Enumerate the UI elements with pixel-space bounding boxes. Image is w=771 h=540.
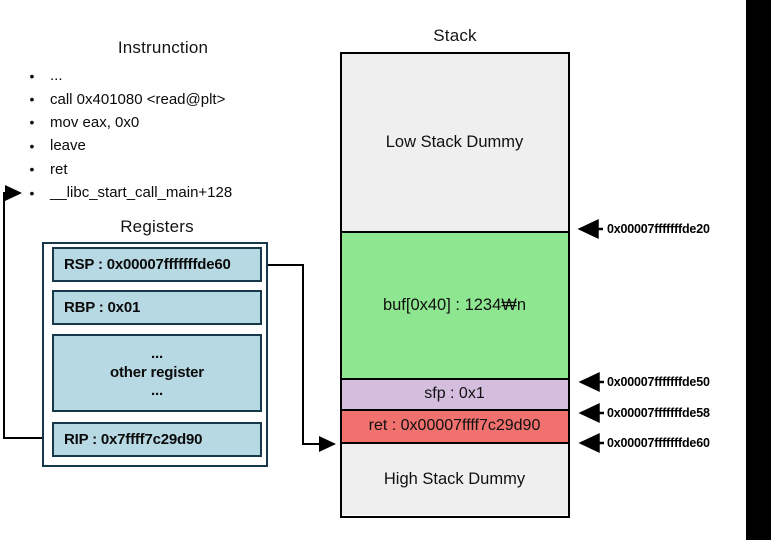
stack-address-de58: 0x00007fffffffde58 — [607, 406, 710, 420]
instruction-item: • leave — [22, 134, 232, 157]
stack-section-ret: ret : 0x00007ffff7c29d90 — [341, 408, 568, 442]
register-rsp: RSP : 0x00007fffffffde60 — [52, 247, 262, 282]
register-rip: RIP : 0x7ffff7c29d90 — [52, 422, 262, 457]
bullet-icon: • — [29, 184, 35, 201]
instruction-text: ... — [50, 67, 63, 85]
instruction-item: • ret — [22, 158, 232, 181]
bullet-icon: • — [29, 67, 35, 84]
stack-title: Stack — [433, 26, 477, 45]
instruction-item: • call 0x401080 <read@plt> — [22, 87, 232, 110]
register-other-ellipsis-bottom: ... — [151, 382, 163, 400]
stack-address-de20: 0x00007fffffffde20 — [607, 222, 710, 236]
instruction-item: • __libc_start_call_main+128 — [22, 181, 233, 204]
instruction-item: • ... — [22, 64, 232, 87]
instruction-text: leave — [50, 137, 86, 155]
bullet-icon: • — [29, 137, 35, 154]
rsp-to-stack-arrow — [264, 264, 336, 452]
stack-address-de60: 0x00007fffffffde60 — [607, 436, 710, 450]
bullet-icon: • — [29, 114, 35, 131]
register-other-label: other register — [110, 363, 204, 381]
screen-edge-bar — [746, 0, 771, 540]
instruction-list: • ... • call 0x401080 <read@plt> • mov e… — [22, 64, 233, 204]
stack-section-sfp: sfp : 0x1 — [341, 377, 568, 409]
instruction-text: mov eax, 0x0 — [50, 113, 140, 131]
stack-box: Low Stack Dummy buf[0x40] : 1234₩n sfp :… — [339, 51, 570, 518]
instruction-text: call 0x401080 <read@plt> — [50, 90, 226, 108]
registers-title: Registers — [120, 217, 194, 236]
register-rbp: RBP : 0x01 — [52, 290, 262, 325]
stack-section-high-dummy: High Stack Dummy — [341, 441, 568, 515]
register-other: ... other register ... — [52, 334, 262, 412]
bullet-icon: • — [29, 91, 35, 108]
stack-address-de50: 0x00007fffffffde50 — [607, 375, 710, 389]
registers-box: RSP : 0x00007fffffffde60 RBP : 0x01 ... … — [42, 242, 268, 467]
instruction-text: ret — [50, 160, 68, 178]
bullet-icon: • — [29, 161, 35, 178]
instruction-item: • mov eax, 0x0 — [22, 111, 232, 134]
register-other-ellipsis-top: ... — [151, 344, 163, 362]
instruction-text: __libc_start_call_main+128 — [50, 184, 233, 202]
stack-section-low-dummy: Low Stack Dummy — [341, 53, 568, 231]
stack-section-buf: buf[0x40] : 1234₩n — [341, 230, 568, 378]
instruction-title: Instrunction — [117, 38, 209, 57]
